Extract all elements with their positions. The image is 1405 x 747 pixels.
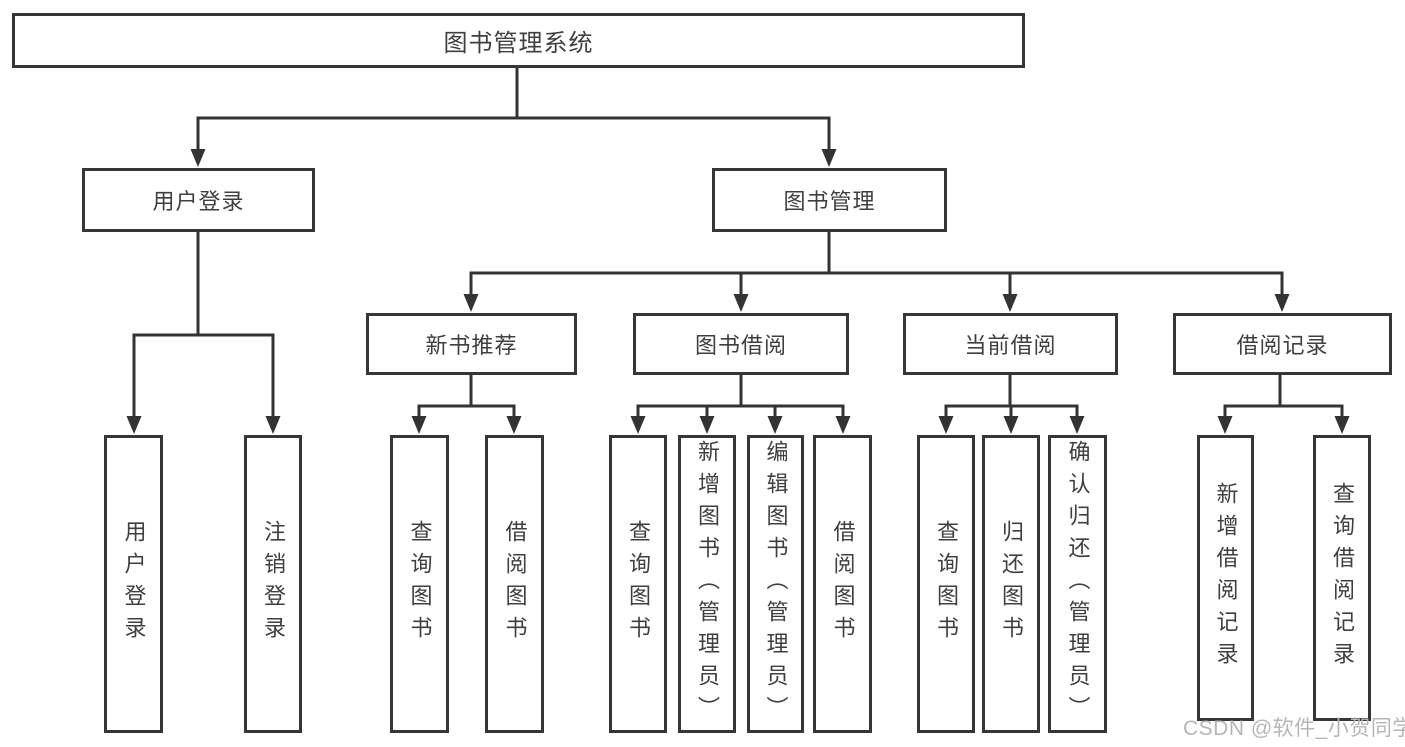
leaf-logout: 注销登录 xyxy=(244,435,302,733)
arrowhead-icon xyxy=(630,416,646,434)
arrowhead-icon xyxy=(411,416,427,434)
leaf-br-add-record-label: 新增借阅记录 xyxy=(1213,482,1239,674)
arrowhead-icon xyxy=(1217,416,1233,434)
leaf-nb-query-books: 查询图书 xyxy=(390,435,449,733)
connector-path xyxy=(196,68,831,152)
leaf-bb-edit-books-admin-label: 编辑图书（管理员） xyxy=(763,440,789,728)
node-new-book-recommend: 新书推荐 xyxy=(366,313,577,375)
leaf-bb-query-books: 查询图书 xyxy=(609,435,667,733)
arrowhead-icon xyxy=(733,294,749,312)
connector-path xyxy=(944,375,1079,420)
leaf-bb-query-books-label: 查询图书 xyxy=(626,520,651,648)
node-book-borrow-label: 图书借阅 xyxy=(694,333,787,358)
node-borrow-records-label: 借阅记录 xyxy=(1236,333,1329,358)
leaf-bb-edit-books-admin: 编辑图书（管理员） xyxy=(747,435,804,733)
node-current-borrow-label: 当前借阅 xyxy=(964,333,1057,358)
arrowhead-icon xyxy=(1069,416,1085,434)
leaf-cb-query-books-label: 查询图书 xyxy=(934,520,959,648)
leaf-bb-borrow-books-label: 借阅图书 xyxy=(830,520,856,648)
leaf-bb-add-books-admin-label: 新增图书（管理员） xyxy=(695,440,720,728)
node-book-borrow: 图书借阅 xyxy=(633,313,849,375)
leaf-bb-borrow-books: 借阅图书 xyxy=(813,435,872,733)
connector-path xyxy=(417,375,516,420)
arrowhead-icon xyxy=(463,294,479,312)
arrowhead-icon xyxy=(835,416,851,434)
arrowhead-icon xyxy=(1334,416,1350,434)
leaf-bb-add-books-admin: 新增图书（管理员） xyxy=(678,435,736,733)
connector-path xyxy=(636,375,845,420)
leaf-cb-confirm-return-admin: 确认归还（管理员） xyxy=(1048,435,1107,733)
leaf-nb-query-books-label: 查询图书 xyxy=(407,520,433,648)
leaf-nb-borrow-books: 借阅图书 xyxy=(485,435,544,733)
arrowhead-icon xyxy=(938,416,954,434)
connector-path xyxy=(1223,375,1344,420)
leaf-user-login: 用户登录 xyxy=(104,435,163,733)
leaf-user-login-label: 用户登录 xyxy=(121,520,147,648)
node-book-management-label: 图书管理 xyxy=(783,189,876,214)
arrowhead-icon xyxy=(1002,294,1018,312)
node-system-root-label: 图书管理系统 xyxy=(443,30,594,57)
leaf-cb-confirm-return-admin-label: 确认归还（管理员） xyxy=(1065,440,1091,728)
leaf-cb-query-books: 查询图书 xyxy=(917,435,975,733)
arrowhead-icon xyxy=(506,416,522,434)
node-borrow-records: 借阅记录 xyxy=(1173,313,1392,375)
leaf-cb-return-books-label: 归还图书 xyxy=(999,520,1024,648)
arrowhead-icon xyxy=(1003,416,1019,434)
arrowhead-icon xyxy=(1274,294,1290,312)
arrowhead-icon xyxy=(190,149,206,167)
node-current-borrow: 当前借阅 xyxy=(903,313,1118,375)
arrowhead-icon xyxy=(821,149,837,167)
connector-path xyxy=(469,232,1284,297)
leaf-logout-label: 注销登录 xyxy=(261,520,286,648)
node-user-login-label: 用户登录 xyxy=(152,189,245,214)
leaf-cb-return-books: 归还图书 xyxy=(982,435,1040,733)
leaf-br-add-record: 新增借阅记录 xyxy=(1197,435,1254,721)
arrowhead-icon xyxy=(126,416,142,434)
arrowhead-icon xyxy=(699,416,715,434)
connector-path xyxy=(132,232,275,419)
leaf-br-query-record: 查询借阅记录 xyxy=(1313,435,1371,721)
node-system-root: 图书管理系统 xyxy=(12,13,1025,68)
leaf-nb-borrow-books-label: 借阅图书 xyxy=(502,520,528,648)
arrowhead-icon xyxy=(265,416,281,434)
arrowhead-icon xyxy=(767,416,783,434)
leaf-br-query-record-label: 查询借阅记录 xyxy=(1330,482,1355,674)
node-book-management: 图书管理 xyxy=(712,168,947,232)
node-new-book-recommend-label: 新书推荐 xyxy=(425,333,518,358)
node-user-login: 用户登录 xyxy=(82,168,315,232)
watermark-text: CSDN @软件_小贺同学 xyxy=(1183,717,1405,740)
